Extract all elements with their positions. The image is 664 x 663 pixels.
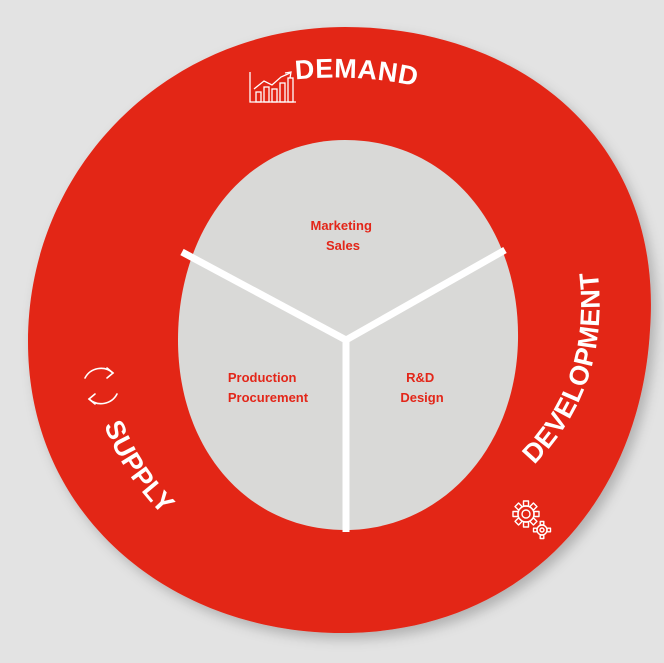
- bar-chart-trend-icon: [249, 71, 296, 103]
- segment-left-line1: Production: [228, 370, 297, 385]
- divider-right: [344, 246, 507, 344]
- divider-left: [180, 248, 348, 344]
- segment-top-line2: Sales: [326, 238, 360, 253]
- segment-left-line2: Procurement: [228, 390, 309, 405]
- segment-top-line1: Marketing: [310, 218, 371, 233]
- cycle-arrows-icon: [84, 367, 118, 405]
- segment-top-label: Marketing Sales: [310, 218, 375, 253]
- segment-left-label: Production Procurement: [228, 370, 309, 405]
- segment-right-label: R&D Design: [400, 370, 443, 405]
- segment-right-line2: Design: [400, 390, 443, 405]
- segment-right-line1: R&D: [406, 370, 434, 385]
- segment-dividers: [180, 246, 507, 532]
- gears-icon: [512, 500, 552, 540]
